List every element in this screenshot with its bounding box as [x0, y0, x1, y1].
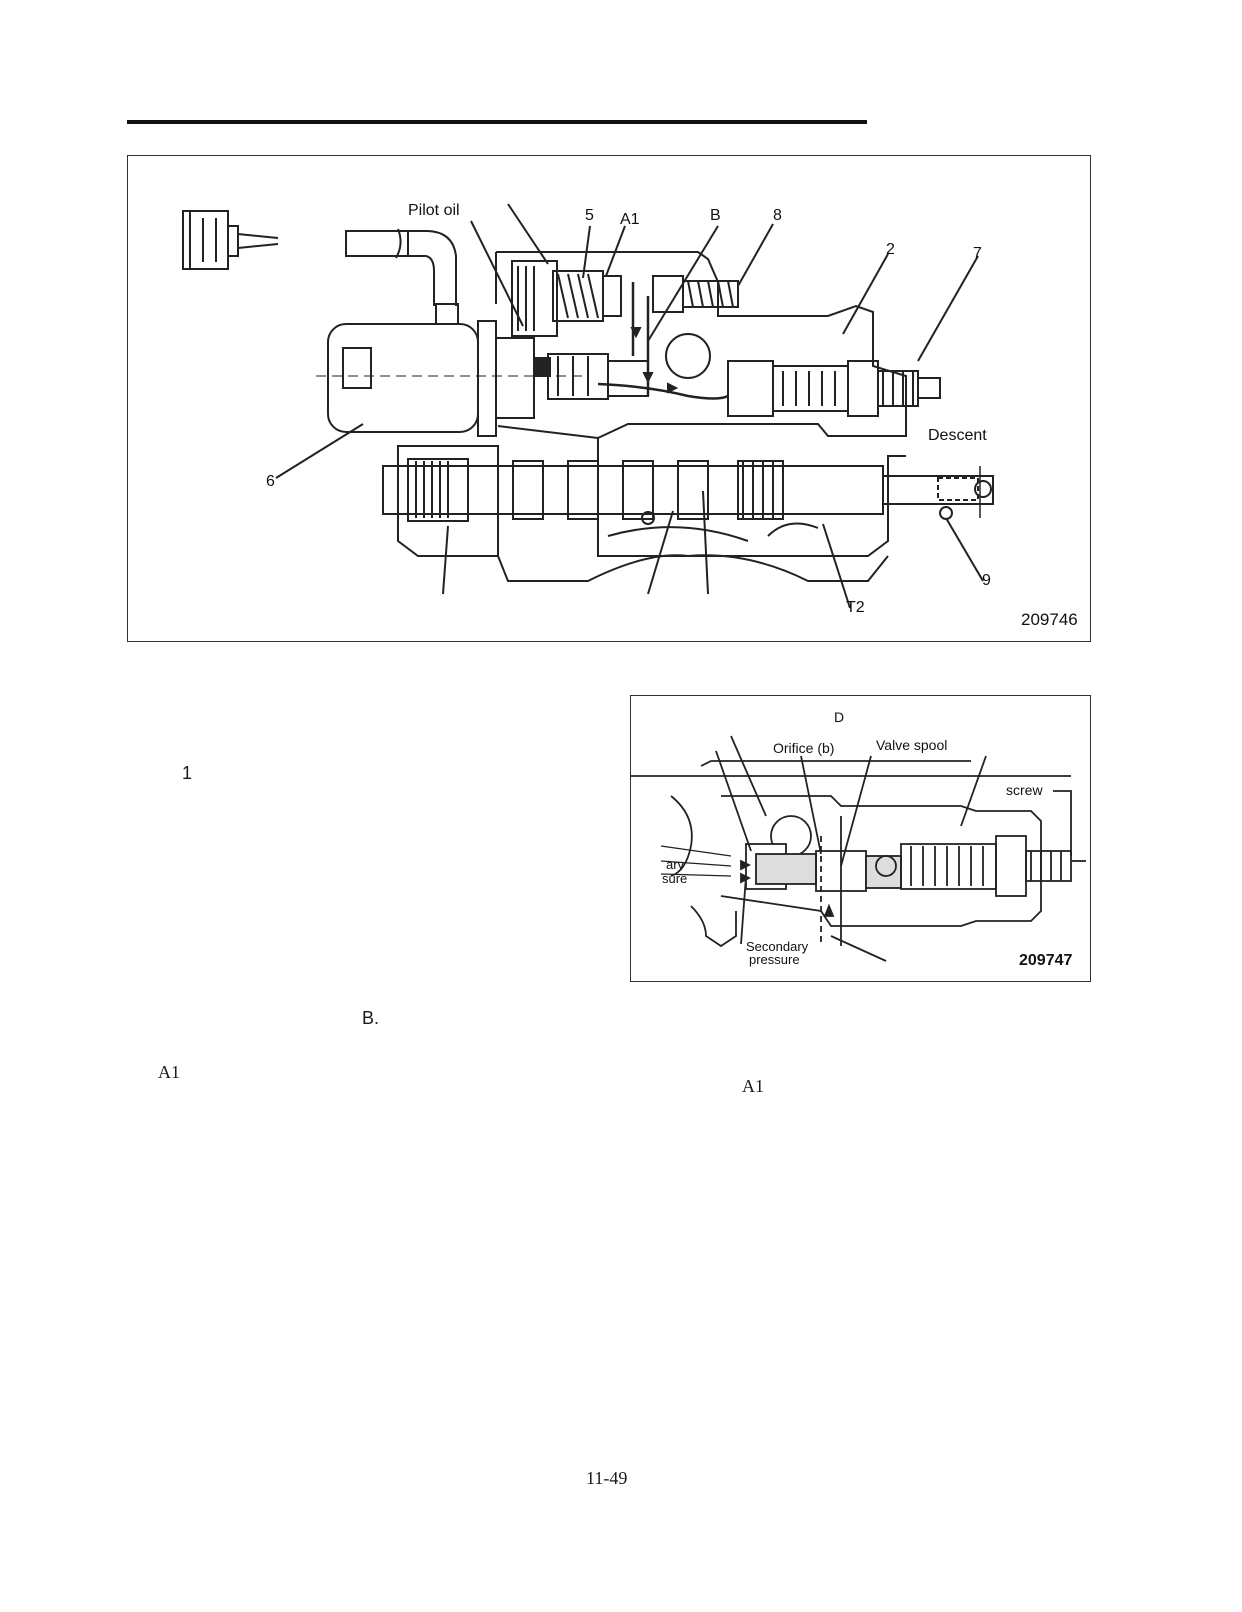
label-a1: A1 — [620, 211, 640, 228]
label-7: 7 — [973, 245, 982, 262]
label-secondary: Secondary — [746, 939, 809, 954]
label-descent: Descent — [928, 427, 987, 444]
label-d: D — [834, 709, 845, 725]
label-valve-spool: Valve spool — [876, 737, 948, 753]
label-ary: ary — [666, 857, 685, 872]
figure-relief-valve-detail: D Orifice (b) Valve spool screw ary sure… — [630, 695, 1091, 982]
valve-diagram-drawing — [182, 203, 994, 609]
page-number: 11-49 — [586, 1468, 628, 1488]
step-number: 1 — [182, 763, 193, 783]
label-b: B — [710, 207, 721, 224]
label-orifice-b: Orifice (b) — [773, 740, 835, 756]
label-screw: screw — [1006, 782, 1043, 798]
label-8: 8 — [773, 207, 782, 224]
label-6: 6 — [266, 473, 275, 490]
reference-a1-right: A1 — [742, 1076, 764, 1096]
label-9: 9 — [982, 572, 991, 589]
header-rule — [127, 120, 867, 124]
label-sure: sure — [662, 871, 688, 886]
label-2: 2 — [886, 241, 895, 258]
figure-valve-cross-section: Pilot oil 5 A1 B 8 2 7 Descent 6 9 T2 20… — [127, 155, 1091, 642]
figure-number: 209747 — [1019, 952, 1073, 969]
reference-b: B. — [362, 1008, 380, 1028]
figure-number: 209746 — [1021, 610, 1078, 629]
reference-a1-left: A1 — [158, 1062, 180, 1082]
label-pressure: pressure — [749, 952, 800, 967]
label-5: 5 — [585, 207, 594, 224]
label-t2: T2 — [846, 599, 865, 616]
label-pilot-oil: Pilot oil — [408, 202, 460, 219]
relief-valve-drawing — [631, 735, 1086, 962]
